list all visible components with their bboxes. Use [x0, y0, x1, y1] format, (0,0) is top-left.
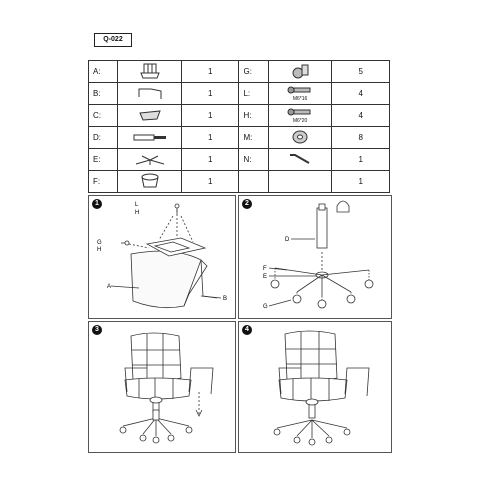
gas-lift-icon	[117, 126, 182, 149]
part-label: D:	[87, 126, 119, 149]
step-3-drawing	[119, 332, 214, 444]
part-label: G:	[238, 60, 269, 83]
part-qty: 1	[180, 60, 240, 83]
step-number: 3	[92, 325, 102, 335]
seat-back-icon	[117, 60, 182, 83]
part-label: C:	[87, 104, 119, 127]
step-number: 1	[92, 199, 102, 209]
part-qty: 5	[331, 60, 390, 83]
part-qty: 1	[331, 170, 390, 193]
bolt-icon: M6*20	[267, 104, 333, 127]
label-D: D	[285, 237, 290, 243]
step-3-panel: 3	[88, 321, 236, 453]
step-4-drawing	[273, 330, 370, 446]
part-label	[238, 170, 269, 193]
step-2-panel: 2 D F E G	[238, 195, 392, 319]
step-2-drawing: D F E G	[263, 200, 374, 310]
part-qty: 1	[180, 126, 240, 149]
bolt-icon: M6*16	[267, 82, 333, 105]
label-H2: H	[97, 247, 101, 253]
label-E: E	[263, 274, 267, 280]
allen-key-icon	[267, 148, 333, 171]
part-label: M:	[238, 126, 269, 149]
label-A: A	[107, 284, 111, 290]
part-label: N:	[238, 148, 269, 171]
base-icon	[117, 148, 182, 171]
model-number: Q-022	[94, 33, 132, 47]
part-label: B:	[87, 82, 119, 105]
part-label: F:	[87, 170, 119, 193]
bolt-size: M6*20	[292, 118, 308, 124]
part-qty: 1	[180, 82, 240, 105]
step-1-panel: 1 L H G H A B	[88, 195, 236, 319]
part-label: A:	[87, 60, 119, 83]
part-label: L:	[238, 82, 269, 105]
label-G: G	[263, 304, 268, 310]
bolt-size: M6*16	[292, 96, 308, 102]
part-qty: 8	[331, 126, 390, 149]
label-L: L	[135, 202, 139, 208]
part-qty: 1	[180, 148, 240, 171]
gas-cover-icon	[117, 170, 182, 193]
mechanism-icon	[117, 104, 182, 127]
label-F: F	[263, 266, 267, 272]
label-G: G	[97, 240, 102, 246]
part-qty: 4	[331, 82, 390, 105]
part-qty: 4	[331, 104, 390, 127]
caster-icon	[267, 60, 333, 83]
parts-row: F: 1 1	[87, 170, 390, 193]
part-label: H:	[238, 104, 269, 127]
armrest-icon	[117, 82, 182, 105]
step-number: 4	[242, 325, 252, 335]
washer-icon	[267, 126, 333, 149]
empty-cell	[267, 170, 333, 193]
part-label: E:	[87, 148, 119, 171]
part-qty: 1	[180, 104, 240, 127]
label-B: B	[223, 296, 227, 302]
label-H: H	[135, 210, 139, 216]
part-qty: 1	[180, 170, 240, 193]
step-1-drawing: L H G H A B	[97, 202, 227, 309]
part-qty: 1	[331, 148, 390, 171]
step-number: 2	[242, 199, 252, 209]
step-4-panel: 4	[238, 321, 392, 453]
